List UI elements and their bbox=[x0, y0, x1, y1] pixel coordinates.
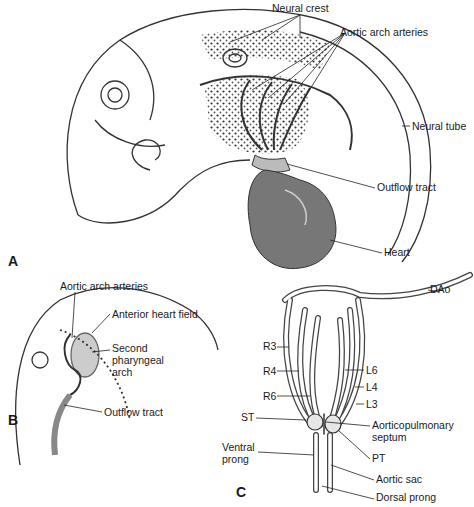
panel-c-vessels bbox=[328, 435, 332, 490]
part-label: L4 bbox=[366, 381, 378, 393]
leader-line bbox=[326, 422, 370, 426]
part-label: Aortic sac bbox=[376, 473, 422, 485]
part-label: Outflow tract bbox=[377, 181, 436, 193]
heart-shape bbox=[248, 155, 336, 269]
panel-b-embryo bbox=[16, 288, 218, 465]
panel-b-embryo bbox=[65, 335, 81, 395]
leader-line bbox=[356, 404, 364, 405]
leader-line bbox=[72, 292, 75, 338]
leader-line bbox=[256, 418, 306, 420]
panel-a-embryo bbox=[101, 81, 129, 109]
panel-c-vessels bbox=[312, 318, 320, 425]
part-label: L3 bbox=[366, 398, 378, 410]
panel-c-vessels bbox=[285, 275, 470, 490]
panel-c-vessels bbox=[327, 435, 333, 490]
part-label: Anterior heart field bbox=[112, 308, 198, 320]
part-label: R3 bbox=[263, 340, 276, 352]
leader-line bbox=[230, 15, 300, 42]
part-label: Aortic arch arteries bbox=[60, 280, 148, 292]
part-label: Neural crest bbox=[272, 2, 329, 14]
panel-a-embryo bbox=[108, 88, 122, 102]
neural-crest-stipple bbox=[200, 30, 330, 70]
leader-line bbox=[64, 405, 102, 412]
leader-line bbox=[92, 350, 110, 352]
aortic-arch-vessels bbox=[200, 76, 352, 150]
panel-a-embryo bbox=[67, 9, 431, 262]
leader-line bbox=[277, 347, 289, 348]
panel-letter: B bbox=[8, 414, 18, 426]
part-label: DAo bbox=[430, 283, 450, 295]
part-label: Aorticopulmonary septum bbox=[372, 419, 474, 443]
part-label: Dorsal prong bbox=[376, 491, 436, 503]
leader-line bbox=[330, 240, 382, 253]
part-label: Heart bbox=[384, 246, 410, 258]
panel-c-vessels bbox=[312, 318, 320, 425]
panel-c-vessels bbox=[314, 435, 318, 490]
leader-line bbox=[402, 126, 410, 127]
leader-line bbox=[338, 430, 370, 459]
panel-a-embryo bbox=[67, 9, 431, 262]
panel-c-vessels bbox=[285, 275, 470, 490]
aortic-arch-vessels bbox=[280, 88, 310, 150]
aortic-arch-vessels bbox=[274, 84, 292, 150]
part-label: ST bbox=[241, 411, 254, 423]
panel-letter: A bbox=[8, 255, 18, 267]
leader-line bbox=[322, 486, 374, 499]
part-label: R6 bbox=[263, 390, 276, 402]
leader-line bbox=[92, 314, 110, 333]
panel-c-vessels bbox=[285, 275, 470, 300]
panel-c-vessels bbox=[313, 435, 319, 490]
leader-line bbox=[345, 370, 364, 371]
part-label: R4 bbox=[263, 365, 276, 377]
panel-letter: C bbox=[236, 486, 246, 498]
part-label: PT bbox=[372, 452, 385, 464]
panel-c-vessels bbox=[323, 414, 325, 434]
leader-line bbox=[258, 452, 314, 455]
heart-shape bbox=[285, 190, 306, 225]
aortic-arch-vessels bbox=[200, 76, 352, 150]
leader-line bbox=[355, 387, 364, 388]
part-label: Neural tube bbox=[412, 120, 466, 132]
leader-line bbox=[277, 396, 310, 397]
panel-c-vessels bbox=[307, 414, 323, 430]
panel-a-embryo bbox=[78, 160, 250, 223]
panel-c-vessels bbox=[285, 275, 470, 300]
panel-b-embryo bbox=[32, 352, 48, 368]
leader-line bbox=[252, 33, 345, 104]
panel-b-embryo bbox=[54, 395, 70, 455]
leader-line bbox=[331, 465, 374, 480]
panel-a-embryo bbox=[120, 40, 154, 120]
aortic-arch-vessels bbox=[260, 82, 272, 150]
panel-c-vessels bbox=[338, 300, 362, 425]
part-label: Second pharyngeal arch bbox=[112, 342, 174, 378]
part-label: Ventral prong bbox=[222, 441, 262, 465]
part-label: L6 bbox=[366, 364, 378, 376]
panel-b-embryo bbox=[16, 288, 218, 465]
panel-a-embryo bbox=[132, 140, 160, 170]
leader-line bbox=[277, 371, 299, 372]
leader-line bbox=[287, 164, 375, 188]
heart-shape bbox=[248, 170, 336, 269]
neural-crest-stipple bbox=[200, 30, 330, 154]
part-label: Aortic arch arteries bbox=[340, 26, 428, 38]
heart-shape bbox=[252, 155, 290, 172]
panel-c-vessels bbox=[285, 275, 470, 490]
part-label: Outflow tract bbox=[104, 406, 163, 418]
